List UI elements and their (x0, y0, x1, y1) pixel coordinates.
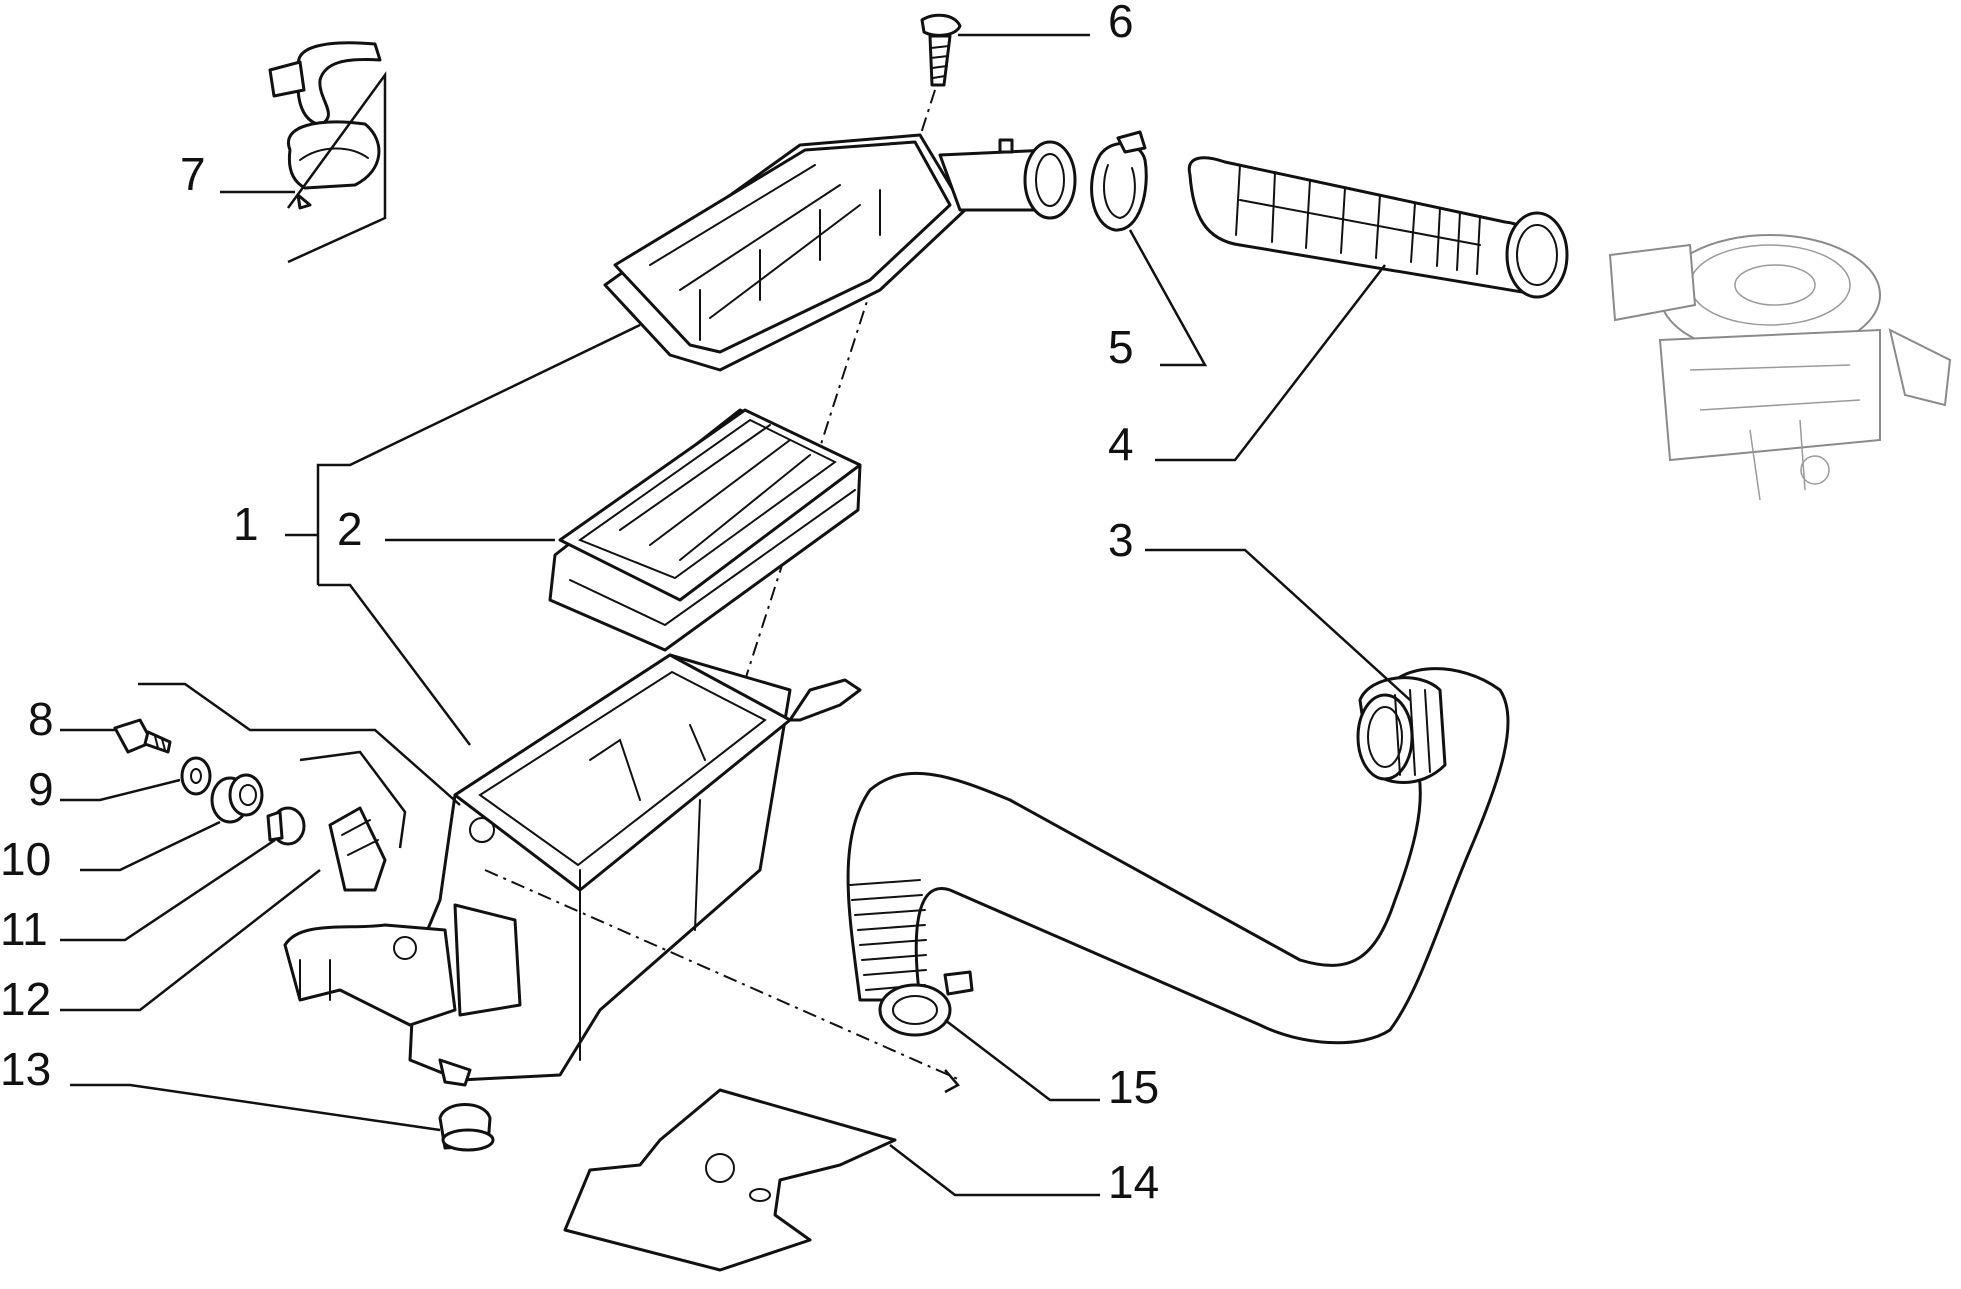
leader-13 (70, 1083, 441, 1132)
callout-2: 2 (337, 503, 363, 555)
leader-11 (60, 838, 276, 942)
leader-9 (60, 778, 181, 802)
axis-arrow (944, 1069, 960, 1094)
callout-6: 6 (1108, 0, 1134, 47)
callout-3: 3 (1108, 514, 1134, 566)
part-1-filter-cover (603, 133, 1077, 372)
mount-line-a (138, 682, 461, 806)
part-9-washer (180, 756, 212, 796)
leader-12 (60, 869, 321, 1012)
callout-1: 1 (233, 498, 259, 550)
callout-11: 11 (0, 903, 48, 955)
part-12-damper (328, 806, 387, 892)
callout-5: 5 (1108, 321, 1134, 373)
part-13-grommet (438, 1103, 495, 1152)
part-7-clip (268, 41, 387, 264)
leader-14 (889, 1144, 1100, 1197)
leader-15 (944, 1019, 1100, 1102)
callout-12: 12 (0, 973, 51, 1025)
part-6-screw (920, 13, 962, 87)
carburetor-reference (1608, 234, 1952, 501)
part-1-bracket (285, 323, 641, 746)
leader-5 (1128, 229, 1208, 367)
callout-14: 14 (1108, 1156, 1159, 1208)
leader-4 (1155, 264, 1386, 462)
mount-line-b (299, 750, 407, 849)
callout-13: 13 (0, 1043, 51, 1095)
callout-10: 10 (0, 833, 51, 885)
callout-9: 9 (28, 763, 54, 815)
part-2-filter-element (548, 408, 862, 652)
part-10-bushing (210, 773, 264, 824)
callout-8: 8 (28, 693, 54, 745)
part-14-gasket (563, 1088, 897, 1272)
part-8-bolt (113, 718, 172, 754)
intake-elbow (283, 923, 457, 1027)
part-5-hose-clamp (1090, 130, 1148, 232)
callout-15: 15 (1108, 1061, 1159, 1113)
part-7-box (286, 71, 387, 264)
leader-3 (1145, 548, 1411, 701)
part-4-hose (1187, 156, 1569, 299)
part-1-filter-box (408, 653, 862, 1087)
part-11-spacer (266, 806, 306, 846)
callout-4: 4 (1108, 418, 1134, 470)
part-15-hose-clamp (878, 970, 974, 1037)
leader-10 (80, 820, 221, 872)
callout-7: 7 (180, 148, 206, 200)
part-3-intake-pipe (846, 667, 1510, 1045)
